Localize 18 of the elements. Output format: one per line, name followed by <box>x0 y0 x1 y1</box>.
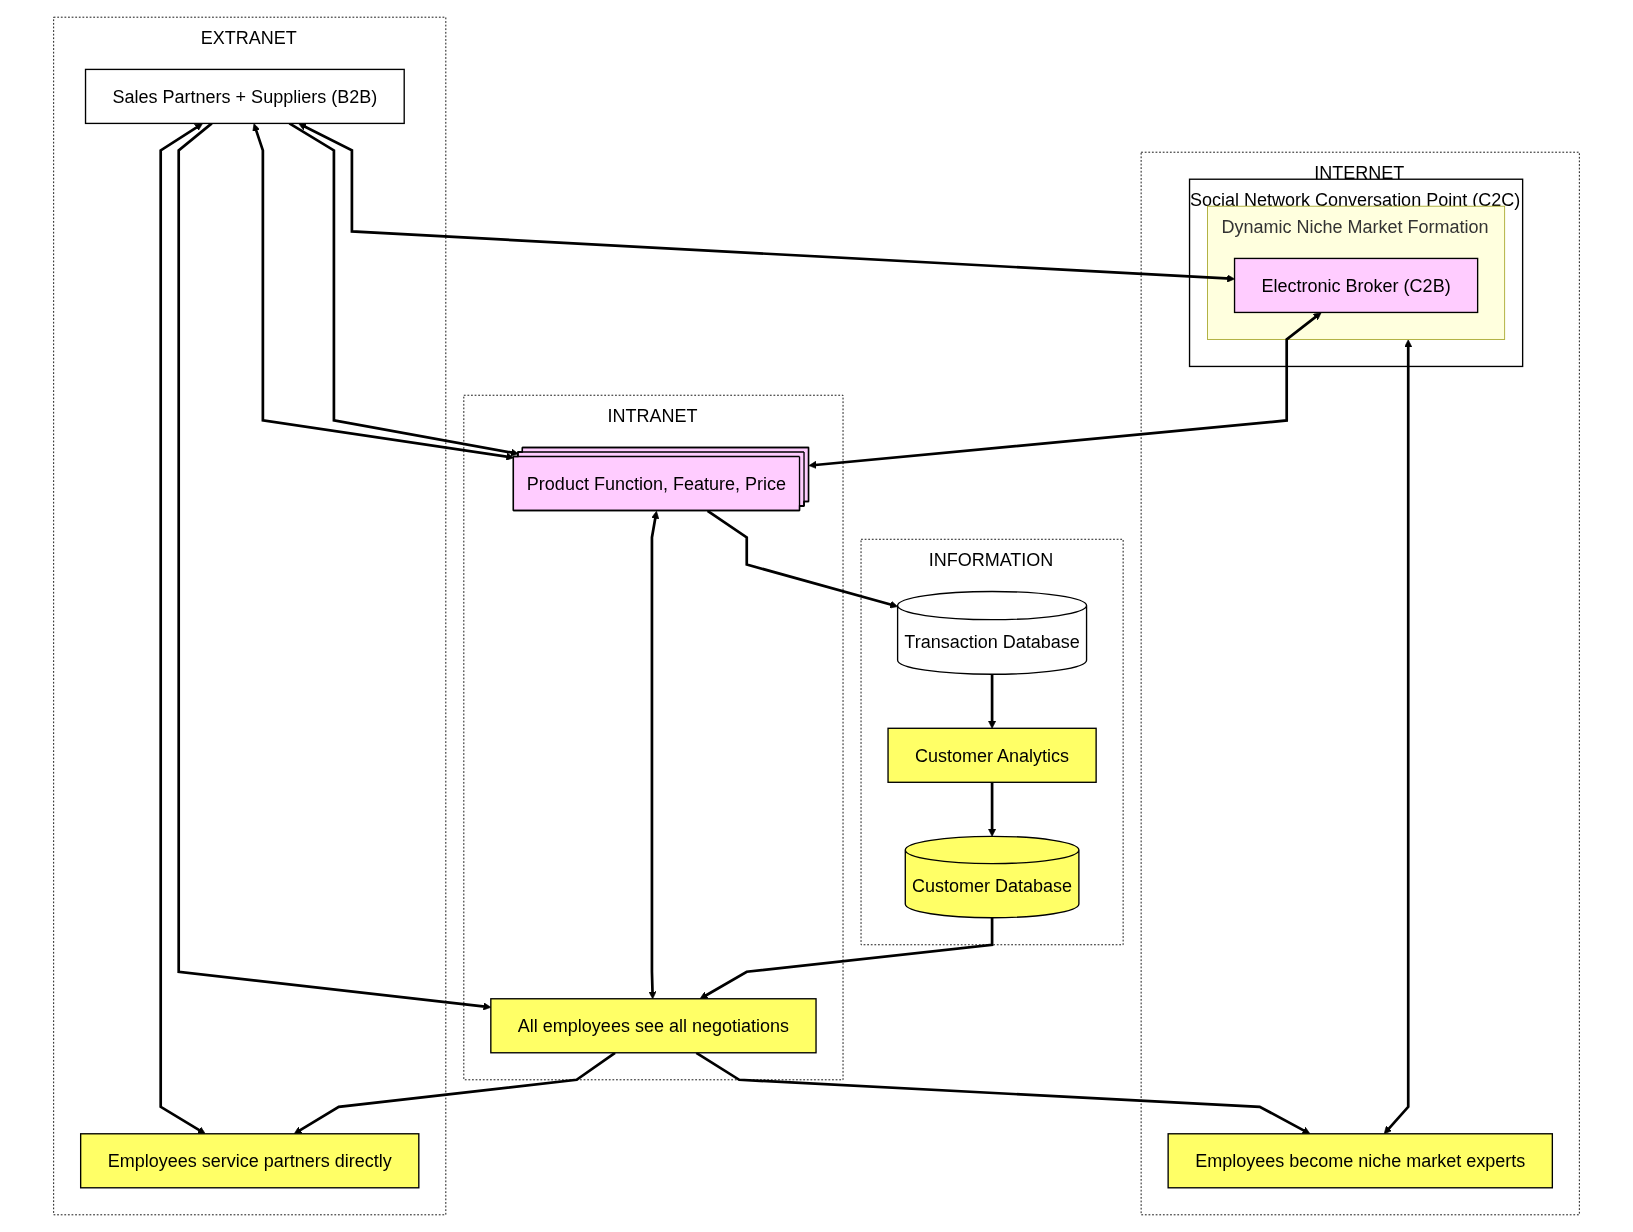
node-box: All employees see all negotiations <box>490 998 817 1054</box>
arrow <box>695 1051 1311 1135</box>
arrow <box>298 123 1235 283</box>
node-box: Electronic Broker (C2B) <box>1233 257 1479 314</box>
node-box: Employees service partners directly <box>80 1133 420 1189</box>
node-box: Sales Partners + Suppliers (B2B) <box>84 68 405 125</box>
arrow <box>648 510 660 1000</box>
arrow <box>159 123 206 1135</box>
arrow <box>288 122 519 457</box>
arrow <box>293 1051 616 1135</box>
arrow <box>988 674 997 729</box>
node-box: Customer Analytics <box>887 727 1097 783</box>
arrow <box>988 782 997 837</box>
node-box: Employees become niche market experts <box>1167 1133 1553 1189</box>
arrow <box>1383 339 1413 1135</box>
arrow <box>808 312 1322 469</box>
arrow <box>699 917 994 1000</box>
arrow <box>252 123 515 461</box>
